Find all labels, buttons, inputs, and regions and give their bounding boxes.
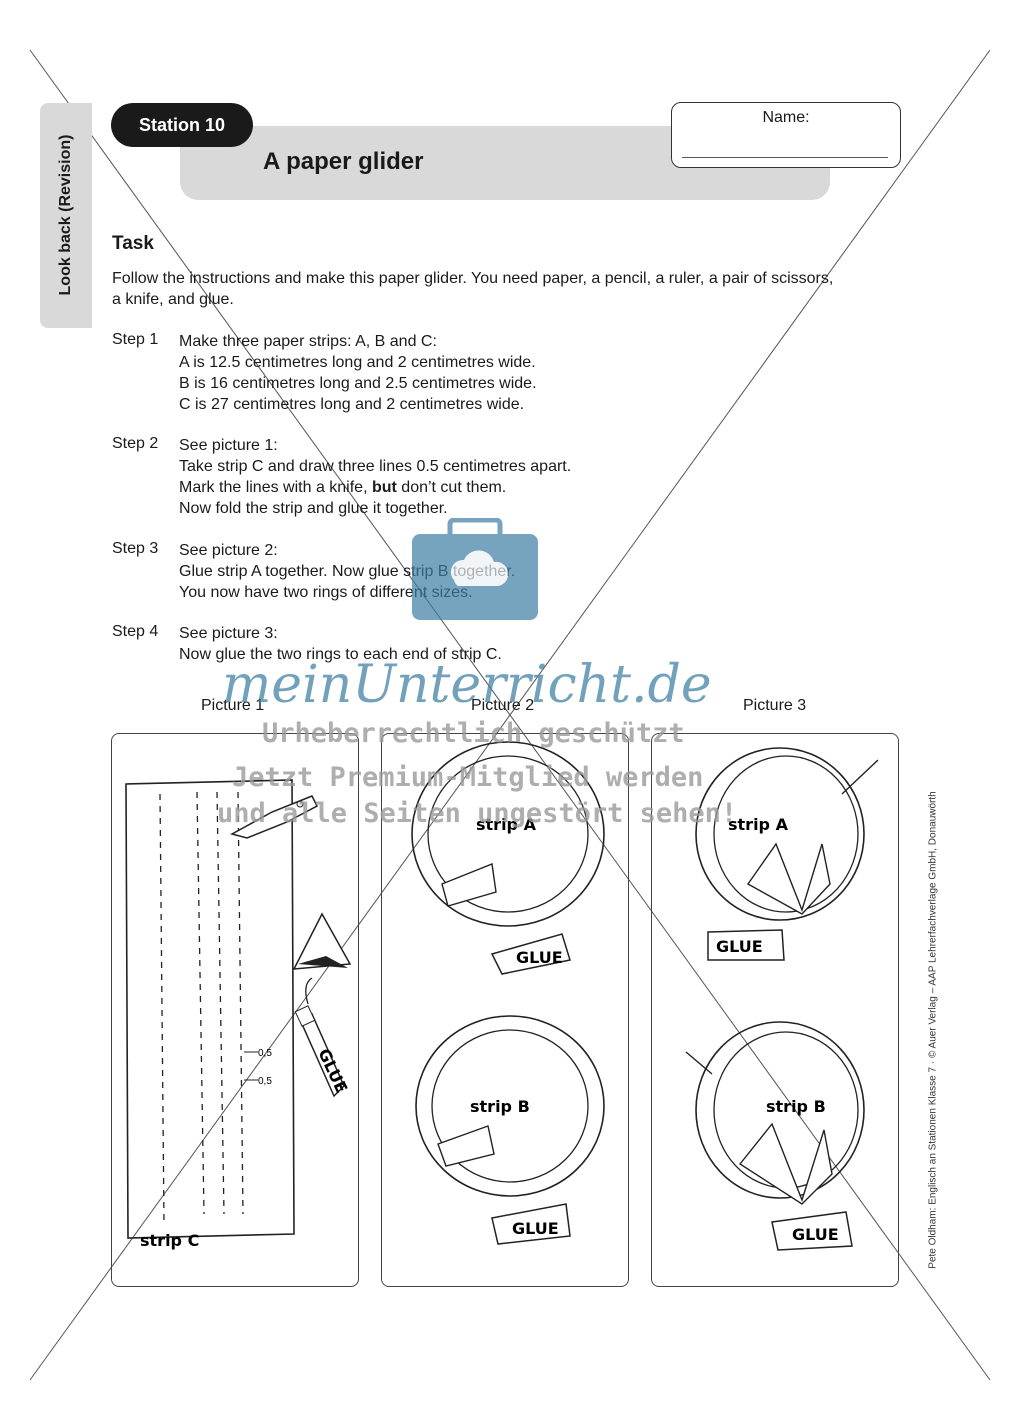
step-2-emphasis: but bbox=[371, 479, 397, 496]
sidebar-label: Look back (Revision) bbox=[57, 134, 74, 296]
picture-1-strip-label: strip C bbox=[140, 1231, 199, 1250]
step-2-line: Mark the lines with a knife, but don’t c… bbox=[179, 477, 739, 498]
watermark-line-1: Urheberrechtlich geschützt bbox=[262, 718, 685, 749]
name-box: Name: bbox=[671, 102, 901, 168]
watermark-line-3: und alle Seiten ungestört sehen! bbox=[217, 798, 738, 829]
step-3-line: See picture 2: bbox=[179, 542, 278, 559]
watermark-line-2: Jetzt Premium-Mitglied werden bbox=[232, 762, 704, 793]
sidebar-tab: Look back (Revision) bbox=[40, 103, 92, 328]
name-input-line[interactable] bbox=[682, 157, 888, 158]
watermark-brand: meinUnterricht.de bbox=[222, 655, 712, 715]
picture-1-measure-2: 0,5 bbox=[258, 1076, 272, 1087]
publisher-credit-text: Pete Oldham: Englisch an Stationen Klass… bbox=[927, 791, 939, 1269]
picture-3-panel: strip A GLUE strip B GLUE bbox=[651, 733, 899, 1287]
step-1-text: Make three paper strips: A, B and C: A i… bbox=[179, 331, 739, 415]
step-2-text-part: don’t cut them. bbox=[396, 479, 507, 496]
picture-3-sketch: strip A GLUE strip B GLUE bbox=[685, 747, 879, 1251]
picture-2-glue-label-1: GLUE bbox=[516, 948, 563, 967]
name-label: Name: bbox=[762, 109, 810, 126]
picture-1-label: Picture 1 bbox=[201, 697, 265, 714]
picture-1-measure-1: 0,5 bbox=[258, 1048, 272, 1059]
station-badge: Station 10 bbox=[111, 103, 253, 147]
step-1-line: C is 27 centimetres long and 2 centimetr… bbox=[179, 396, 525, 413]
step-3-label: Step 3 bbox=[112, 540, 159, 557]
task-intro-line-2: a knife, and glue. bbox=[112, 291, 234, 308]
picture-2-strip-a-label: strip A bbox=[476, 815, 537, 834]
watermark-briefcase-icon bbox=[412, 518, 538, 620]
picture-3-strip-b-label: strip B bbox=[766, 1097, 826, 1116]
picture-3-glue-label-2: GLUE bbox=[792, 1225, 839, 1244]
step-1-line: Make three paper strips: A, B and C: bbox=[179, 333, 437, 350]
picture-2-strip-b-label: strip B bbox=[470, 1097, 530, 1116]
step-1-line: A is 12.5 centimetres long and 2 centime… bbox=[179, 354, 536, 371]
step-4-text: See picture 3: Now glue the two rings to… bbox=[179, 623, 739, 665]
picture-1-panel: GLUE 0,5 0,5 strip C bbox=[111, 733, 359, 1287]
step-1-line: B is 16 centimetres long and 2.5 centime… bbox=[179, 375, 537, 392]
step-4-label: Step 4 bbox=[112, 623, 159, 640]
publisher-credit: Pete Oldham: Englisch an Stationen Klass… bbox=[922, 770, 944, 1290]
picture-1-sketch: GLUE 0,5 0,5 strip C bbox=[125, 779, 351, 1250]
task-intro-line-1: Follow the instructions and make this pa… bbox=[112, 270, 834, 287]
step-2-line: Now fold the strip and glue it together. bbox=[179, 500, 448, 517]
task-intro: Follow the instructions and make this pa… bbox=[112, 268, 912, 310]
step-2-label: Step 2 bbox=[112, 435, 159, 452]
step-2-text-part: Mark the lines with a knife, bbox=[179, 479, 372, 496]
step-4-line: Now glue the two rings to each end of st… bbox=[179, 646, 502, 663]
step-2-line: See picture 1: bbox=[179, 437, 278, 454]
picture-2-glue-label-2: GLUE bbox=[512, 1219, 559, 1238]
step-4-line: See picture 3: bbox=[179, 625, 278, 642]
picture-2-panel: strip A GLUE strip B GLUE bbox=[381, 733, 629, 1287]
page-title: A paper glider bbox=[263, 148, 424, 175]
step-2-line: Take strip C and draw three lines 0.5 ce… bbox=[179, 458, 572, 475]
picture-3-glue-label-1: GLUE bbox=[716, 937, 763, 956]
picture-3-label: Picture 3 bbox=[743, 697, 807, 714]
picture-3-strip-a-label: strip A bbox=[728, 815, 789, 834]
picture-1-glue-label: GLUE bbox=[314, 1046, 351, 1096]
step-3-line: You now have two rings of different size… bbox=[179, 584, 473, 601]
step-3-text: See picture 2: Glue strip A together. No… bbox=[179, 540, 739, 603]
step-2-text: See picture 1: Take strip C and draw thr… bbox=[179, 435, 739, 519]
picture-2-sketch: strip A GLUE strip B GLUE bbox=[411, 741, 605, 1245]
picture-2-label: Picture 2 bbox=[471, 697, 535, 714]
step-1-label: Step 1 bbox=[112, 331, 159, 348]
task-heading: Task bbox=[112, 233, 154, 254]
